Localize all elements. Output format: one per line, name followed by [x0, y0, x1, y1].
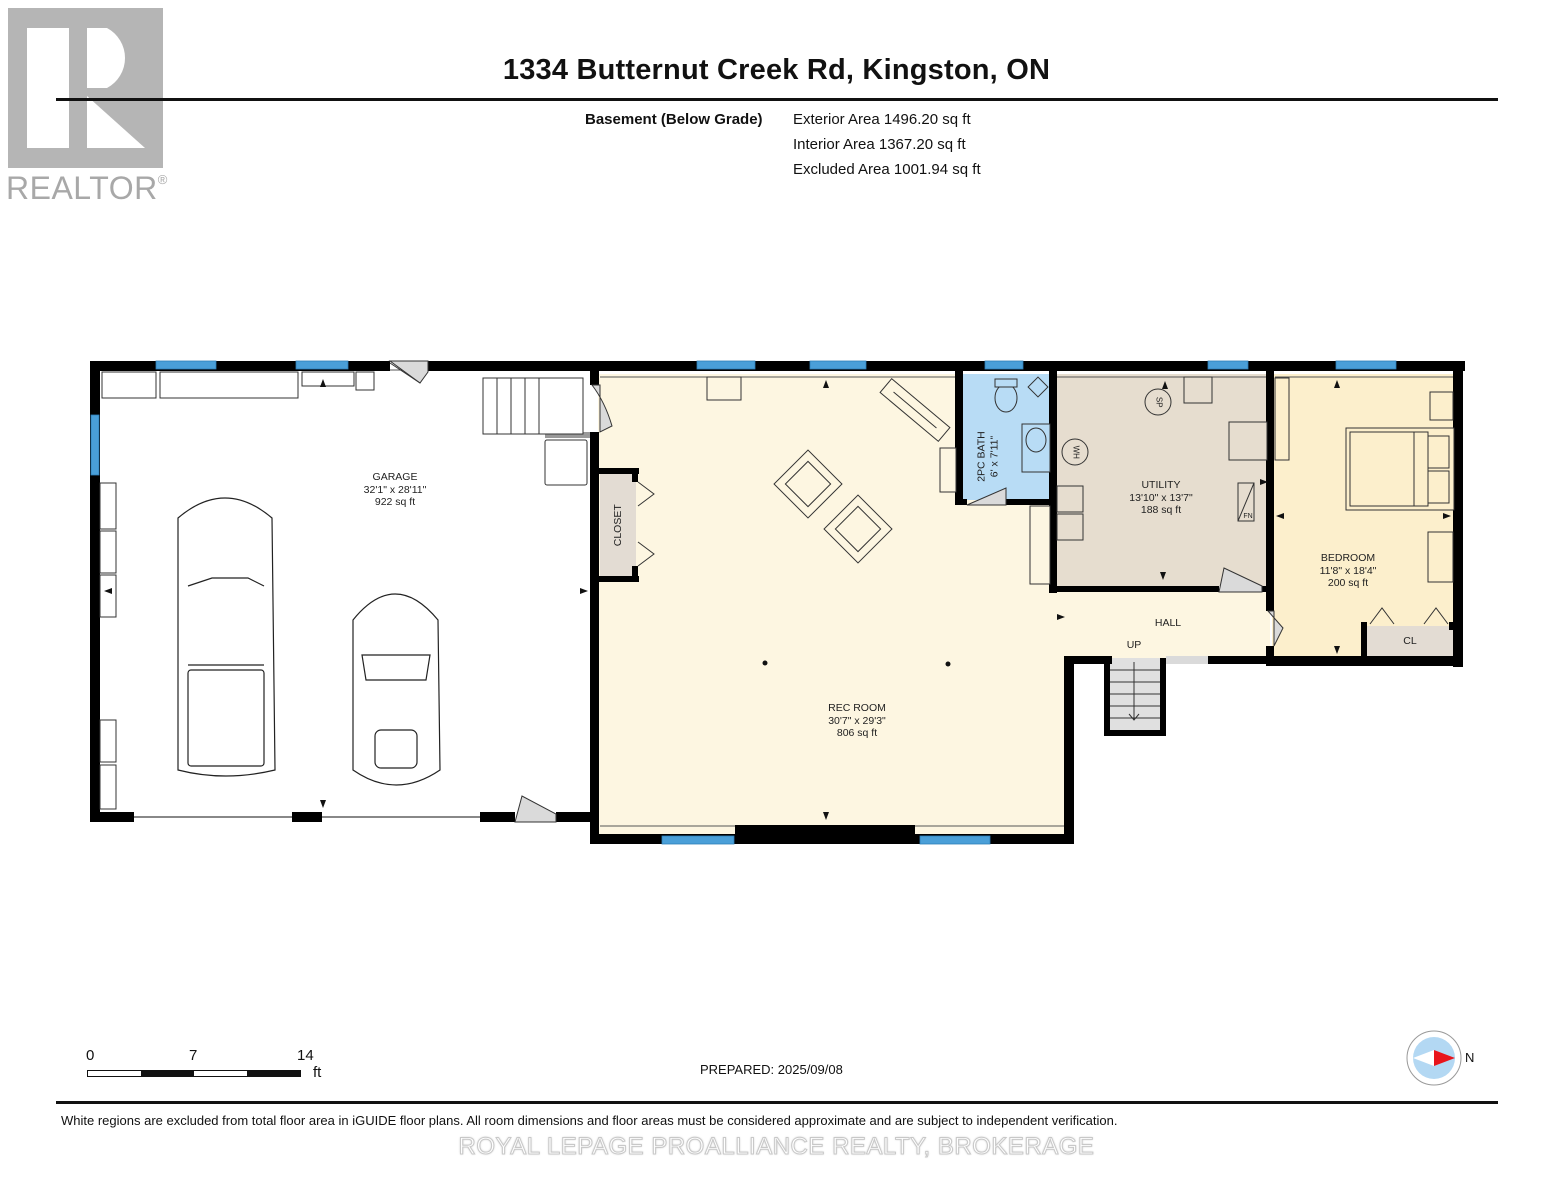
- room-area: 200 sq ft: [1327, 577, 1369, 589]
- exterior-area: Exterior Area 1496.20 sq ft: [793, 111, 971, 128]
- cl-fill: [1367, 626, 1453, 656]
- scale-unit: ft: [313, 1064, 322, 1081]
- room-rec-room: REC ROOM 30'7" x 29'3" 806 sq ft: [807, 702, 907, 740]
- room-name: GARAGE: [372, 471, 418, 483]
- scale-tick-7: 7: [189, 1047, 198, 1064]
- sump-pump-label: SP: [1154, 396, 1164, 408]
- room-dims: 13'10" x 13'7": [1129, 491, 1193, 504]
- scale-bar: [87, 1070, 301, 1077]
- page-title: 1334 Butternut Creek Rd, Kingston, ON: [502, 54, 1051, 86]
- brokerage-watermark: ROYAL LEPAGE PROALLIANCE REALTY, BROKERA…: [458, 1133, 1095, 1161]
- logo-r-shape: [87, 28, 145, 148]
- logo-text-label: REALTOR: [6, 170, 158, 206]
- room-name: UTILITY: [1141, 479, 1181, 491]
- level-label: Basement (Below Grade): [585, 111, 763, 128]
- rec-room-fill: [598, 374, 1270, 836]
- realtor-logo-mark: [8, 8, 163, 168]
- room-name: BEDROOM: [1320, 552, 1376, 564]
- water-heater-label: WH: [1071, 445, 1081, 459]
- room-closet: CLOSET: [611, 504, 624, 547]
- closet-fill: [600, 474, 636, 576]
- camera-markers: [104, 379, 1451, 820]
- furnace-label: FN: [1243, 513, 1253, 520]
- windows: [90, 360, 1397, 845]
- room-area: 188 sq ft: [1140, 504, 1182, 516]
- header-divider: [56, 98, 1498, 101]
- bedroom-fill: [1272, 374, 1455, 658]
- interior-area: Interior Area 1367.20 sq ft: [793, 136, 966, 153]
- room-name: REC ROOM: [828, 702, 886, 714]
- room-hall: HALL: [1154, 617, 1182, 629]
- room-dims: 11'8" x 18'4": [1319, 564, 1377, 577]
- room-cl: CL: [1403, 635, 1417, 647]
- scale-tick-0: 0: [86, 1047, 95, 1064]
- closet-doors: [637, 481, 1449, 625]
- room-area: 922 sq ft: [374, 496, 416, 508]
- scale-tick-14: 14: [297, 1047, 314, 1064]
- stairs-up-label: UP: [1126, 639, 1142, 651]
- room-bath: 2PC BATH 6' x 7'11": [976, 407, 1001, 507]
- furniture: [99, 371, 1455, 810]
- room-dims: 6' x 7'11": [988, 435, 1000, 478]
- compass-north-label: N: [1465, 1050, 1475, 1065]
- room-garage: GARAGE 32'1" x 28'11" 922 sq ft: [345, 471, 445, 509]
- room-dims: 32'1" x 28'11": [363, 483, 427, 496]
- room-name: 2PC BATH: [975, 431, 988, 482]
- registered-mark: ®: [157, 172, 168, 187]
- realtor-logo-text: REALTOR®: [6, 170, 168, 207]
- prepared-date: PREPARED: 2025/09/08: [700, 1062, 843, 1077]
- compass-icon: [1406, 1030, 1462, 1086]
- excluded-area: Excluded Area 1001.94 sq ft: [793, 161, 981, 178]
- room-utility: UTILITY 13'10" x 13'7" 188 sq ft: [1111, 479, 1211, 517]
- footer-divider: [56, 1101, 1498, 1104]
- room-bedroom: BEDROOM 11'8" x 18'4" 200 sq ft: [1298, 552, 1398, 590]
- room-area: 806 sq ft: [836, 727, 878, 739]
- door-swings: [388, 360, 1284, 823]
- disclaimer-text: White regions are excluded from total fl…: [61, 1113, 1118, 1128]
- logo-bar: [27, 28, 69, 148]
- vehicles: [177, 497, 441, 786]
- room-dims: 30'7" x 29'3": [828, 714, 886, 727]
